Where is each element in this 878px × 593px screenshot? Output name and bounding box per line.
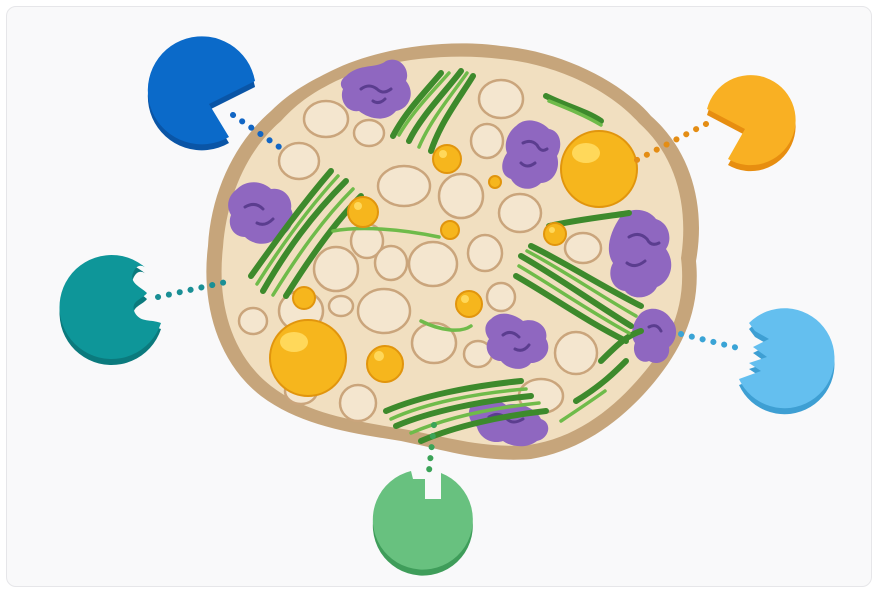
diagram-panel (6, 6, 872, 587)
skyblue-enzyme (739, 308, 834, 414)
cell (487, 283, 515, 311)
droplet-large (270, 320, 346, 396)
digestion-illustration (6, 6, 872, 587)
cell (279, 143, 319, 179)
cell (565, 233, 601, 263)
cell (499, 194, 541, 232)
skyblue-enzyme-body (739, 308, 834, 408)
cell (354, 120, 384, 146)
droplet (348, 197, 378, 227)
droplet (441, 221, 459, 239)
cell (409, 242, 457, 286)
cell (304, 101, 348, 137)
cell (378, 166, 430, 206)
droplet (367, 346, 403, 382)
cell (555, 332, 597, 374)
cell (375, 246, 407, 280)
cell (358, 289, 410, 333)
connector-skyblue (681, 334, 738, 348)
green-enzyme-body (373, 471, 473, 570)
blue-enzyme (148, 36, 255, 150)
droplet (544, 223, 566, 245)
cell (479, 80, 523, 118)
cell (314, 247, 358, 291)
cell (468, 235, 502, 271)
droplet (489, 176, 501, 188)
teal-enzyme (60, 255, 161, 365)
cell (329, 296, 353, 316)
cell (340, 385, 376, 421)
cell (439, 174, 483, 218)
green-enzyme (373, 471, 473, 576)
cell (239, 308, 267, 334)
cell (471, 124, 503, 158)
teal-enzyme-body (60, 255, 161, 359)
droplet-large (561, 131, 637, 207)
orange-enzyme (707, 75, 796, 171)
droplet (456, 291, 482, 317)
droplet (433, 145, 461, 173)
droplet (293, 287, 315, 309)
